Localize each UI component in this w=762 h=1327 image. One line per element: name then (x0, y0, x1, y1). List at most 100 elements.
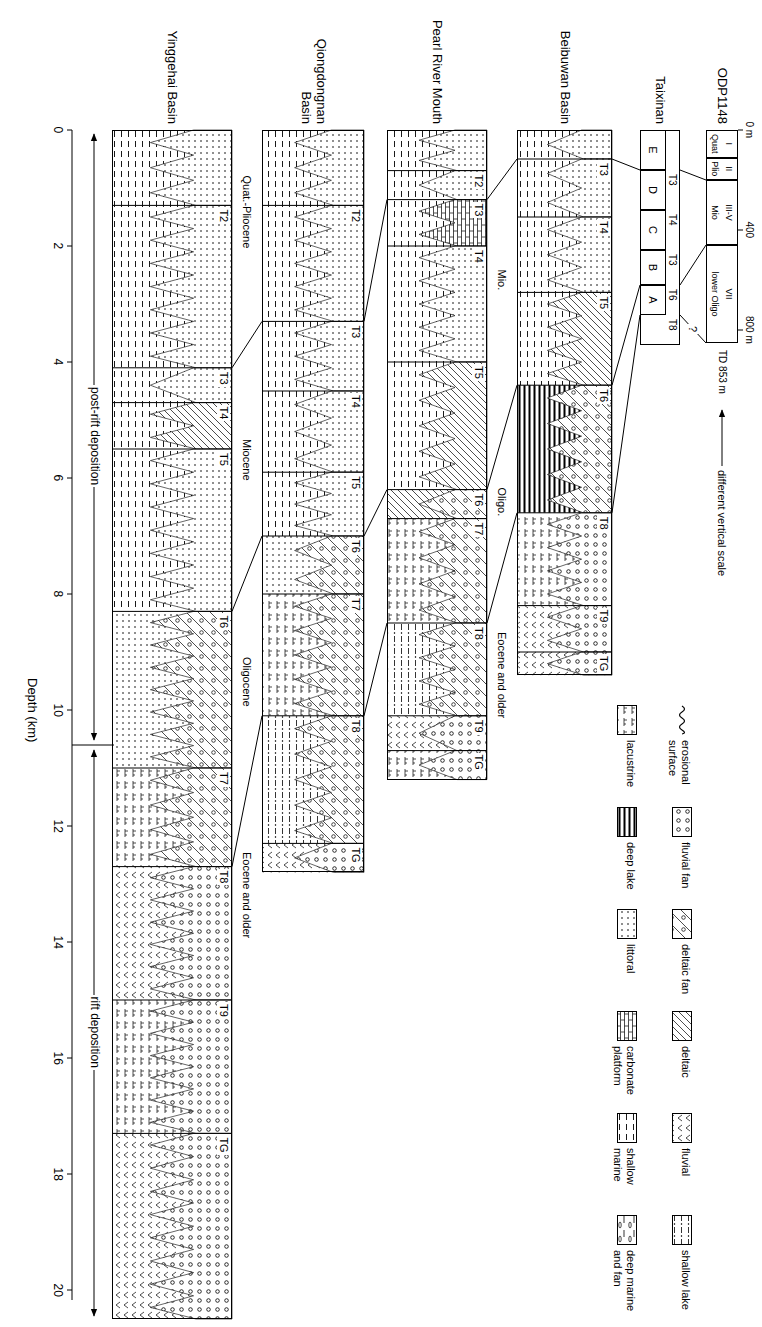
label-holder: T4 (667, 212, 679, 228)
label-holder: T4 (217, 405, 230, 422)
legend-text-holder: shallow lake (679, 1250, 692, 1316)
axis-label: TD 853 m (717, 350, 729, 394)
lithology-wedge (419, 751, 487, 780)
label-holder: T9 (217, 1002, 230, 1019)
lithology-interval (517, 292, 612, 385)
horizon-label: T9 (217, 1002, 230, 1019)
label-holder: T3 (597, 161, 610, 178)
horizon-line (112, 1133, 232, 1134)
horizon-line (262, 205, 364, 206)
unit-cell: E (640, 130, 666, 170)
column-fill (112, 130, 232, 1319)
lithology-wedge (419, 246, 487, 362)
horizon-label: T5 (349, 474, 362, 491)
lithology-interval (517, 385, 612, 513)
label-holder: 6 (50, 475, 64, 482)
label-holder: T2 (472, 173, 485, 190)
column-title-holder: Beibuwan Basin (518, 6, 611, 124)
lithology-interval (112, 403, 232, 449)
label-holder: 16 (50, 1052, 64, 1065)
column-title: Pearl River Mouth (430, 20, 445, 124)
legend-text-holder: carbonate platform (612, 1046, 637, 1112)
label-holder: rift deposition (87, 995, 101, 1070)
lithology-wedge (295, 472, 364, 536)
axis-label: 8 (50, 591, 64, 598)
horizon-label: T2 (349, 207, 362, 224)
label-holder: T5 (472, 364, 485, 381)
lithology-wedge (547, 385, 612, 513)
lithology-wedge (150, 611, 232, 768)
stratigraphic-column: Qiongdongnan Basin (262, 130, 364, 872)
label-holder: T8 (349, 718, 362, 735)
lithology-wedge (419, 716, 487, 751)
lithology-wedge (295, 321, 364, 391)
horizon-line (262, 536, 364, 537)
legend-pattern (618, 1012, 637, 1041)
legend-swatch (672, 705, 692, 735)
legend-text-holder: shallow marine (612, 1148, 637, 1214)
column-title-holder: Yinggehai Basin (113, 6, 231, 124)
axis-label: 400 (744, 222, 756, 239)
axis-label: 16 (50, 1052, 64, 1065)
correlation-line (612, 159, 640, 170)
horizon-label: T7 (472, 521, 485, 538)
axis-label: 0 (50, 127, 64, 134)
horizon-label: T9 (472, 718, 485, 735)
label-holder: TG (349, 845, 362, 864)
horizon-label: T3 (597, 161, 610, 178)
lithology-wedge (547, 513, 612, 606)
legend-text-holder: littoral (624, 944, 637, 1010)
interval-label: Oligo. (496, 486, 509, 519)
lithology-interval (517, 606, 612, 652)
legend-swatch (672, 1011, 692, 1041)
lithology-interval (112, 1000, 232, 1133)
horizon-line (517, 159, 612, 160)
horizon-line (262, 843, 364, 844)
lithology-wedge (150, 1000, 232, 1133)
lithology-wedge (547, 652, 612, 675)
lithology-interval (262, 594, 364, 716)
legend-swatch (672, 1215, 692, 1245)
legend-text-holder: deltaic fan (679, 944, 692, 1010)
lithology-interval (387, 490, 487, 519)
horizon-label: T4 (349, 393, 362, 410)
label-holder: Oligocene (241, 655, 254, 709)
erosional-line-sample (680, 706, 685, 734)
label-holder: T3 (349, 323, 362, 340)
horizon-line (387, 170, 487, 171)
legend-text: lacustrine (624, 740, 637, 806)
lithology-interval (517, 159, 612, 217)
axis-label: 10 (50, 704, 64, 717)
lithology-wedge (419, 200, 487, 246)
horizon-label: T7 (349, 596, 362, 613)
rift-divider (72, 745, 114, 746)
lithology-wedge (547, 159, 612, 217)
legend-pattern (618, 808, 637, 837)
lithology-wedge (419, 362, 487, 490)
horizon-line (517, 292, 612, 293)
unit-number: III-V (724, 204, 734, 221)
axis-label: Depth (km) (25, 678, 40, 742)
label-holder: 14 (50, 936, 64, 949)
lithology-interval (262, 716, 364, 844)
lithology-interval (262, 536, 364, 594)
column-title: Qiongdongnan Basin (298, 6, 328, 124)
lithology-fill (112, 130, 612, 1319)
label-holder: T3 (217, 370, 230, 387)
unit-name: B (647, 264, 660, 271)
label-holder: Eocene and older (241, 850, 254, 940)
lithology-wedge (547, 606, 612, 652)
horizon-line (112, 402, 232, 403)
label-holder: T6 (217, 613, 230, 630)
label-holder: T2 (349, 207, 362, 224)
unit-name: Quat (710, 134, 720, 154)
horizon-line (517, 512, 612, 513)
legend-pattern (673, 1114, 692, 1143)
lithology-interval (112, 449, 232, 611)
axis-label: 20 (50, 1284, 64, 1297)
horizon-label: T8 (349, 718, 362, 735)
unit-cell: lower OligoVII (706, 245, 738, 343)
label-holder: T6 (472, 492, 485, 509)
label-holder: T9 (472, 718, 485, 735)
lithology-interval (262, 205, 364, 321)
